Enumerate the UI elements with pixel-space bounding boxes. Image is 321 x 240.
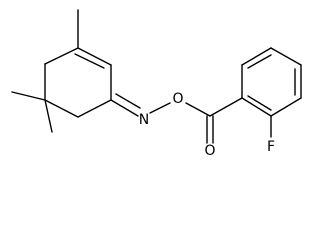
carbonyl-aryl-bond <box>209 97 243 117</box>
aryl-bond-3 <box>270 47 302 66</box>
ring-bond-c6-c1 <box>77 99 112 118</box>
aryl-inner-bond-c <box>247 95 272 111</box>
aryl-bond-6 <box>241 97 272 117</box>
ring-bond-c3-c4 <box>44 47 79 65</box>
methyl-bond-left <box>11 91 46 101</box>
ester-oxygen-label: O <box>172 91 183 107</box>
molecule-structure: N O O F <box>11 9 302 159</box>
aryl-inner-bond-a <box>247 54 272 69</box>
ring-bond-c1-c2 <box>77 47 112 66</box>
ring-bond-c2-c3-double <box>74 53 105 69</box>
imine-double-bond-a <box>110 99 139 117</box>
ring-bond-c5-c6 <box>44 99 79 118</box>
fluorine-label: F <box>267 139 275 155</box>
aryl-bond-2 <box>241 47 272 66</box>
n-o-bond <box>149 102 171 114</box>
carbonyl-oxygen-label: O <box>204 143 215 159</box>
oxime-nitrogen-label: N <box>139 112 149 128</box>
aryl-bond-5 <box>270 97 302 117</box>
imine-double-bond-b <box>115 93 141 109</box>
methyl-bond-bottom <box>44 99 53 133</box>
o-carbonyl-bond <box>185 102 211 117</box>
